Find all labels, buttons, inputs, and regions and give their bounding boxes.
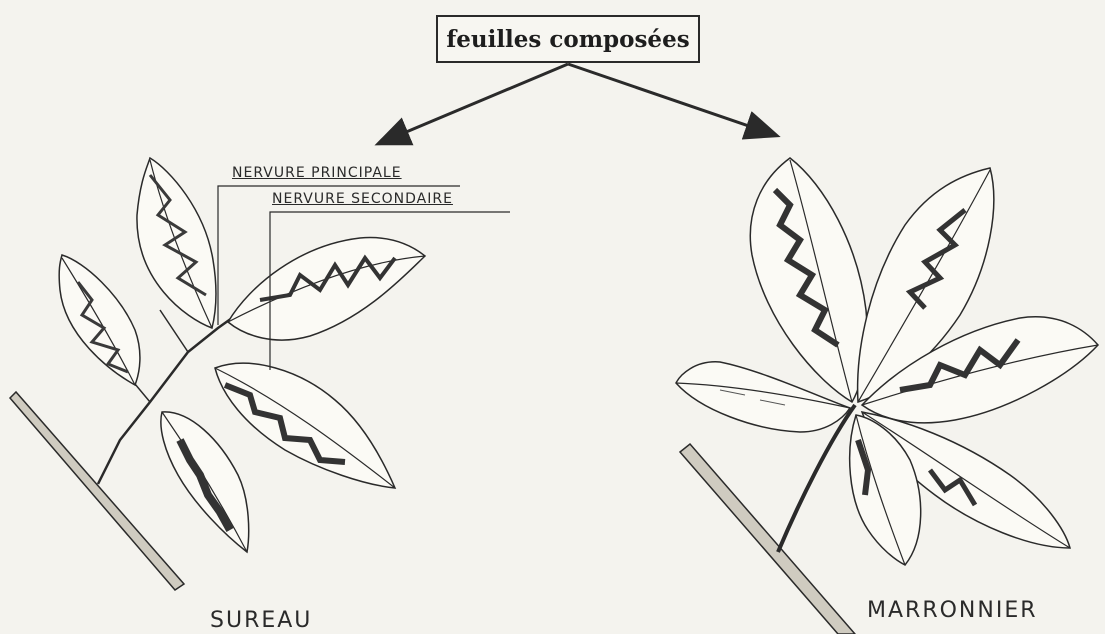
label-main-vein: NERVURE PRINCIPALE xyxy=(232,165,402,181)
label-sureau: SUREAU xyxy=(210,608,312,633)
sureau-drawing xyxy=(10,158,510,590)
sureau-branch xyxy=(10,392,184,590)
sureau-leaflet-right xyxy=(228,238,425,340)
arrows xyxy=(380,64,775,143)
sureau-leaflet-lower-right xyxy=(215,363,395,488)
marronnier-leaflet-upper-left xyxy=(750,158,867,402)
sureau-leaflet-upper-left xyxy=(59,255,140,385)
arrow-left xyxy=(380,64,568,143)
marronnier-branch xyxy=(680,444,855,634)
label-marronnier: MARRONNIER xyxy=(867,598,1038,623)
marronnier-drawing xyxy=(676,158,1098,634)
label-secondary-vein: NERVURE SECONDAIRE xyxy=(272,191,453,207)
arrow-right xyxy=(568,64,775,135)
sureau-leaflet-top xyxy=(137,158,216,328)
sureau-leaflet-bottom xyxy=(161,412,249,552)
